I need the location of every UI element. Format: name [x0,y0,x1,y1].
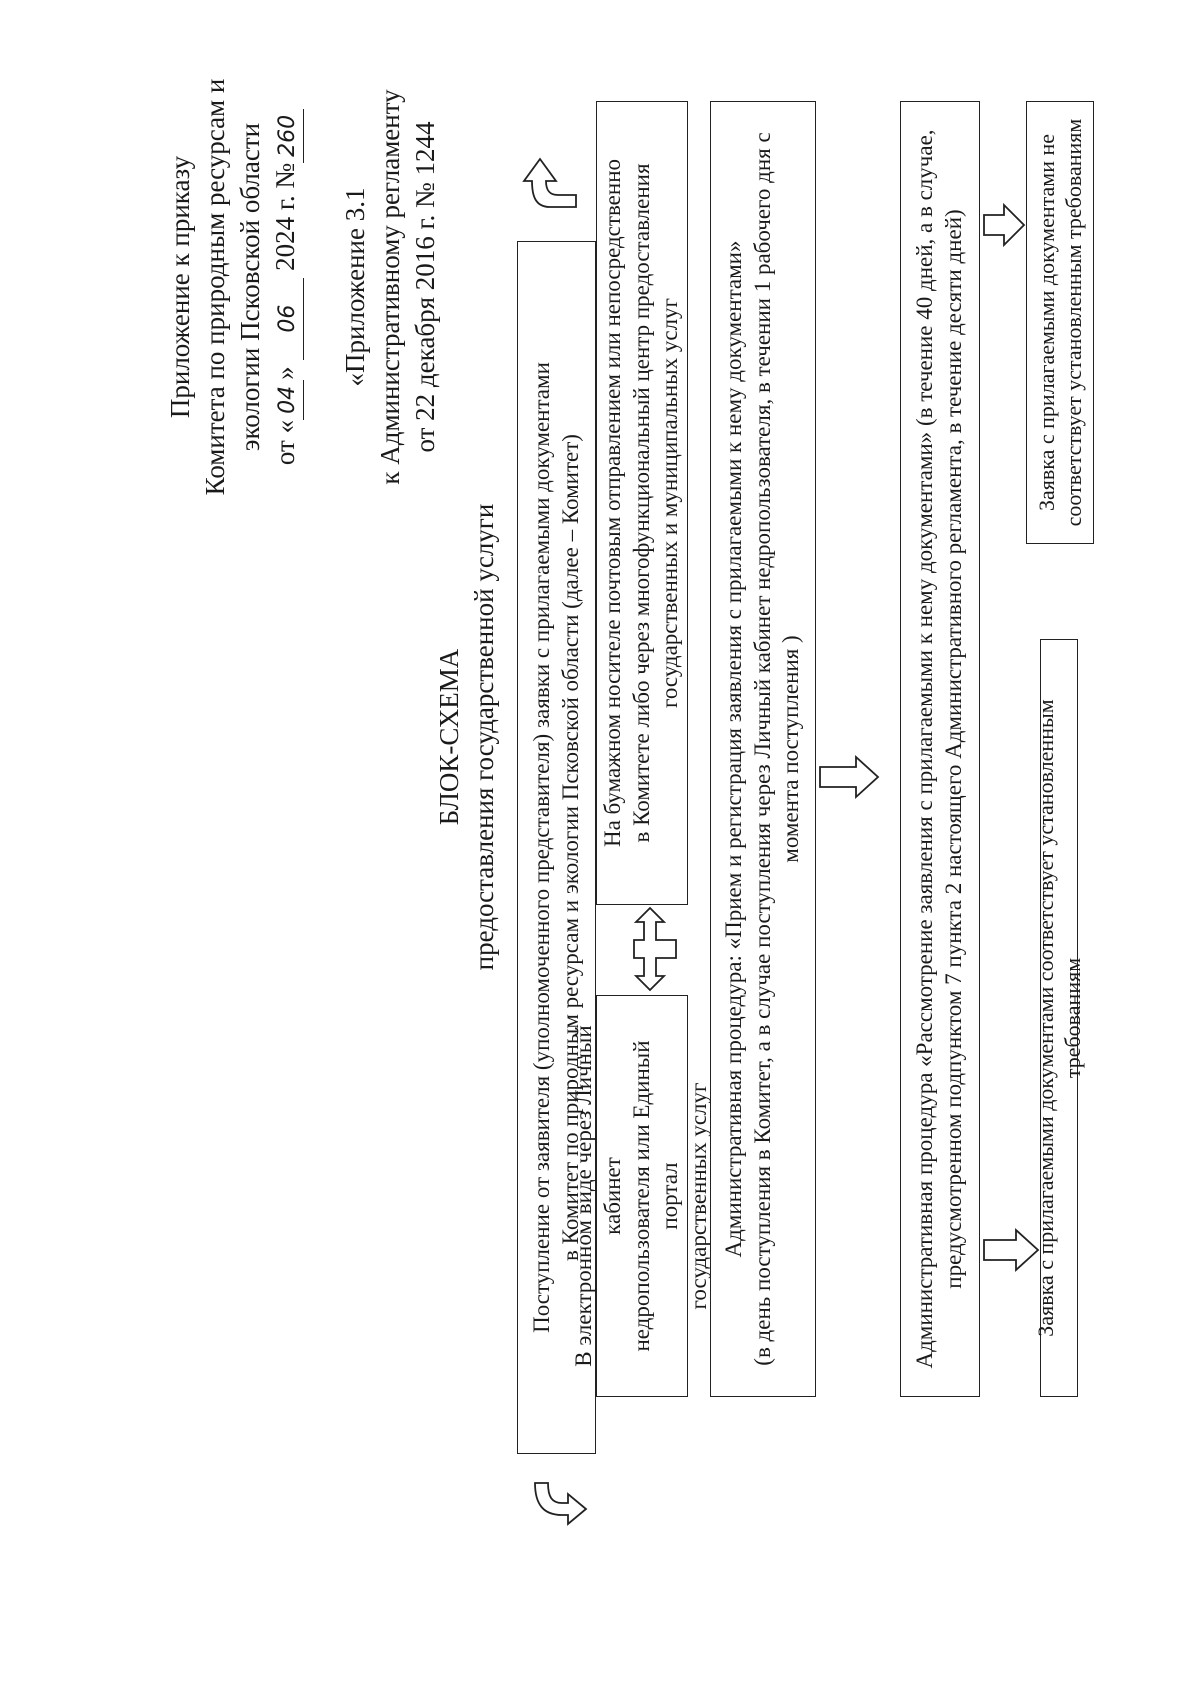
compliant-result-box: Заявка с прилагаемыми документами соотве… [1033,639,1085,1397]
date-mid: » [270,366,301,380]
appendix-line1: «Приложение 3.1 [340,187,370,387]
registration-line2: (в день поступления в Комитет, а в случа… [749,132,775,1366]
order-header: Приложение к приказу Комитета по природн… [163,27,304,547]
date-year: 2024 г. № [270,162,301,271]
appendix-block: «Приложение 3.1 к Административному регл… [338,27,443,547]
noncompliant-result-box: Заявка с прилагаемыми документами не соо… [1026,101,1094,544]
electronic-line2: недропользователя или Единый портал [628,1040,683,1352]
order-header-line1: Приложение к приказу [165,155,195,419]
double-arrow-icon [633,906,677,992]
paper-line1: На бумажном носителе почтовым отправлени… [599,159,625,848]
order-header-line3: экологии Псковской области [235,122,266,452]
paper-channel-box: На бумажном носителе почтовым отправлени… [596,101,688,905]
down-arrow-right-icon [983,202,1026,248]
review-procedure-box: Административная процедура «Рассмотрение… [900,101,980,1397]
order-header-line2: Комитета по природным ресурсам и [200,78,231,496]
down-arrow-left-icon [983,1227,1040,1273]
order-number: 260 [274,108,304,163]
date-month: 06 [274,277,304,360]
registration-procedure-box: Административная процедура: «Прием и рег… [710,101,816,1397]
appendix-line2: к Административному регламенту [375,89,406,485]
curved-arrow-left-icon [534,1482,588,1526]
registration-line3: момента поступления ) [778,635,804,863]
date-prefix: от « [270,419,301,466]
date-day: 04 [274,379,304,420]
noncompliant-line1: Заявка с прилагаемыми документами не [1033,133,1059,512]
electronic-line1: В электронном виде через Личный кабинет [571,1025,625,1367]
paper-line2: в Комитете либо через многофункциональны… [628,163,654,843]
registration-line1: Административная процедура: «Прием и рег… [720,240,746,1258]
review-line2: предусмотренном подпунктом 7 пункта 2 на… [941,209,966,1289]
curved-arrow-right-icon [522,157,577,208]
order-date-line: от «04» 06 2024 г. №260 [268,27,304,547]
compliant-text: Заявка с прилагаемыми документами соотве… [1032,699,1086,1337]
noncompliant-line2: соответствует установленным требованиям [1061,118,1086,527]
title-main: БЛОК-СХЕМА [434,648,464,826]
review-line1: Административная процедура «Рассмотрение… [912,129,938,1369]
paper-line3: государственных и муниципальных услуг [657,298,683,708]
down-arrow-icon [819,754,880,800]
diagram-title: БЛОК-СХЕМА предоставления государственно… [432,337,502,1137]
electronic-channel-box: В электронном виде через Личный кабинет … [571,995,711,1397]
receipt-line1: Поступление от заявителя (уполномоченног… [528,362,554,1333]
title-sub: предоставления государственной услуги [469,503,500,971]
